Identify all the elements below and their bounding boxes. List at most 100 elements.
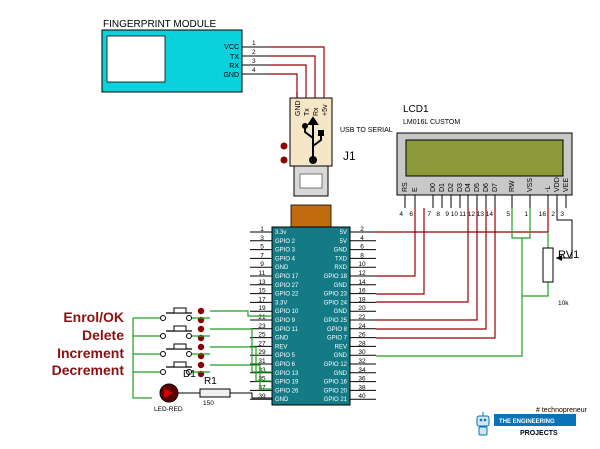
pi-left-pin-label: GPIO 5 xyxy=(275,353,296,359)
logo-sub: PROJECTS xyxy=(520,430,558,437)
pi-right-pin-number: 38 xyxy=(358,384,366,391)
lcd-pin-number: 14 xyxy=(486,211,494,218)
lcd-pin-number: 4 xyxy=(399,211,403,218)
rv1-value: 10k xyxy=(558,300,569,307)
pi-left-pin-label: GPIO 27 xyxy=(275,283,299,289)
pi-left-pin-number: 15 xyxy=(258,288,266,295)
pi-left-pin-label: GPIO 10 xyxy=(275,309,299,315)
lcd-pin-number: 11 xyxy=(459,211,466,218)
pi-right-pin-number: 8 xyxy=(360,252,364,259)
pi-left-pin-number: 5 xyxy=(260,244,264,251)
logo: # technopreneur THE ENGINEERING PROJECTS xyxy=(476,407,588,437)
pi-right-pin-number: 20 xyxy=(358,305,366,312)
pushbutton-contact xyxy=(186,315,192,321)
pi-left-pin-label: GPIO 6 xyxy=(275,362,296,368)
pi-left-pin-label: GPIO 11 xyxy=(275,327,299,333)
pi-right-pin-label: RXD xyxy=(334,265,347,271)
pushbutton-contact xyxy=(160,333,166,339)
wires-pi-lcd: RV1 10k xyxy=(296,92,579,357)
pi-left-pin-number: 19 xyxy=(258,305,266,312)
usb-indicator-2 xyxy=(280,156,288,164)
fingerprint-module: FINGERPRINT MODULE VCC TX RX GND 1 2 3 4 xyxy=(101,19,270,93)
lcd-pin-label: RS xyxy=(402,182,409,192)
pi-left-pin-number: 17 xyxy=(258,296,266,303)
lcd-pin-label: VSS xyxy=(527,178,534,192)
button-label-increment: Increment xyxy=(57,345,124,361)
pi-left-pin-label: GND xyxy=(275,265,289,271)
pi-right-pin-label: GPIO 18 xyxy=(324,274,348,280)
fingerprint-title: FINGERPRINT MODULE xyxy=(103,19,216,30)
pi-right-pin-number: 4 xyxy=(360,235,364,242)
button-label-decrement: Decrement xyxy=(52,362,125,378)
pi-left-pin-label: 3.3v xyxy=(275,230,286,236)
pushbutton-cap[interactable] xyxy=(173,307,187,314)
pi-left-pin-number: 21 xyxy=(258,314,266,321)
pushbutton-contact xyxy=(186,351,192,357)
pi-right-pin-label: REV xyxy=(335,344,347,350)
pushbutton-indicator xyxy=(197,307,205,315)
lcd-pin-number: 2 xyxy=(551,211,555,218)
pi-left-pin-number: 25 xyxy=(258,332,266,339)
logo-name: THE ENGINEERING xyxy=(499,419,555,425)
pi-left-pin-label: GPIO 9 xyxy=(275,318,296,324)
pi-right-pin-number: 2 xyxy=(360,226,364,233)
pi-left-pin-number: 7 xyxy=(260,252,264,259)
pi-right-pin-label: GND xyxy=(334,283,348,289)
pi-right-pin-label: GPIO 20 xyxy=(324,388,348,394)
pi-left-pin-number: 27 xyxy=(258,340,266,347)
lcd-pin-label: D6 xyxy=(483,183,490,192)
logo-banner xyxy=(494,414,576,426)
pushbutton-contact xyxy=(160,351,166,357)
pushbutton-contact xyxy=(160,315,166,321)
lcd-pin-number: 9 xyxy=(445,211,449,218)
lcd-pin-number: 3 xyxy=(560,211,564,218)
lcd-pin-label: D3 xyxy=(457,183,464,192)
pi-right-pin-number: 18 xyxy=(358,296,366,303)
fingerprint-pin-tx: TX xyxy=(230,54,239,61)
pi-right-pin-number: 6 xyxy=(360,244,364,251)
usb-pin-5v: +5v xyxy=(322,104,329,116)
pi-right-pin-label: TXD xyxy=(335,256,348,262)
r1-body xyxy=(199,388,231,398)
pushbutton-cap[interactable] xyxy=(173,343,187,350)
pi-right-pin-number: 32 xyxy=(358,358,366,365)
pi-left-pin-label: GPIO 22 xyxy=(275,292,299,298)
lcd-pin-number: 13 xyxy=(477,211,485,218)
lcd-pin-label: D4 xyxy=(465,183,472,192)
r1-ref: R1 xyxy=(204,376,217,387)
lcd-pin-label: D0 xyxy=(430,183,437,192)
pi-left-pin-number: 1 xyxy=(260,226,264,233)
fingerprint-sensor-window xyxy=(106,35,166,83)
pi-right-pin-label: GND xyxy=(334,353,348,359)
pi-right-pin-label: GPIO 12 xyxy=(324,362,348,368)
pi-left-pin-label: GPIO 19 xyxy=(275,380,299,386)
pi-board xyxy=(271,226,351,406)
pi-right-pin-number: 34 xyxy=(358,367,366,374)
led-ref: D1 xyxy=(183,369,196,380)
pushbutton-indicator xyxy=(197,343,205,351)
lcd-pin-label: D1 xyxy=(439,183,446,192)
pi-right-pin-number: 22 xyxy=(358,314,366,321)
pi-right-pin-label: GPIO 16 xyxy=(324,380,348,386)
lcd-pin-label: RW xyxy=(509,180,516,192)
fingerprint-pin-vcc: VCC xyxy=(224,44,239,51)
pushbutton-cap[interactable] xyxy=(173,325,187,332)
pi-left-pin-number: 31 xyxy=(258,358,266,365)
pushbuttons: Enrol/OK Delete Increment Decrement xyxy=(52,307,272,399)
lcd-pin-number: 16 xyxy=(539,211,547,218)
fingerprint-pin-gnd: GND xyxy=(223,72,239,79)
led-circuit: D1 LED-RED R1 150 xyxy=(154,369,272,413)
pi-right-pin-number: 28 xyxy=(358,340,366,347)
lcd-pin-label: D7 xyxy=(492,183,499,192)
pi-left-pin-number: 11 xyxy=(259,270,266,277)
pushbutton-cap[interactable] xyxy=(173,361,187,368)
pi-left-pin-label: GND xyxy=(275,336,289,342)
pi-left-pin-label: GPIO 4 xyxy=(275,256,296,262)
pi-right-pin-number: 26 xyxy=(358,332,366,339)
usb-icon xyxy=(302,116,324,164)
pi-right-pin-number: 24 xyxy=(358,323,366,330)
lcd-pin-number: 6 xyxy=(409,211,413,218)
pi-left-pin-number: 29 xyxy=(258,349,266,356)
